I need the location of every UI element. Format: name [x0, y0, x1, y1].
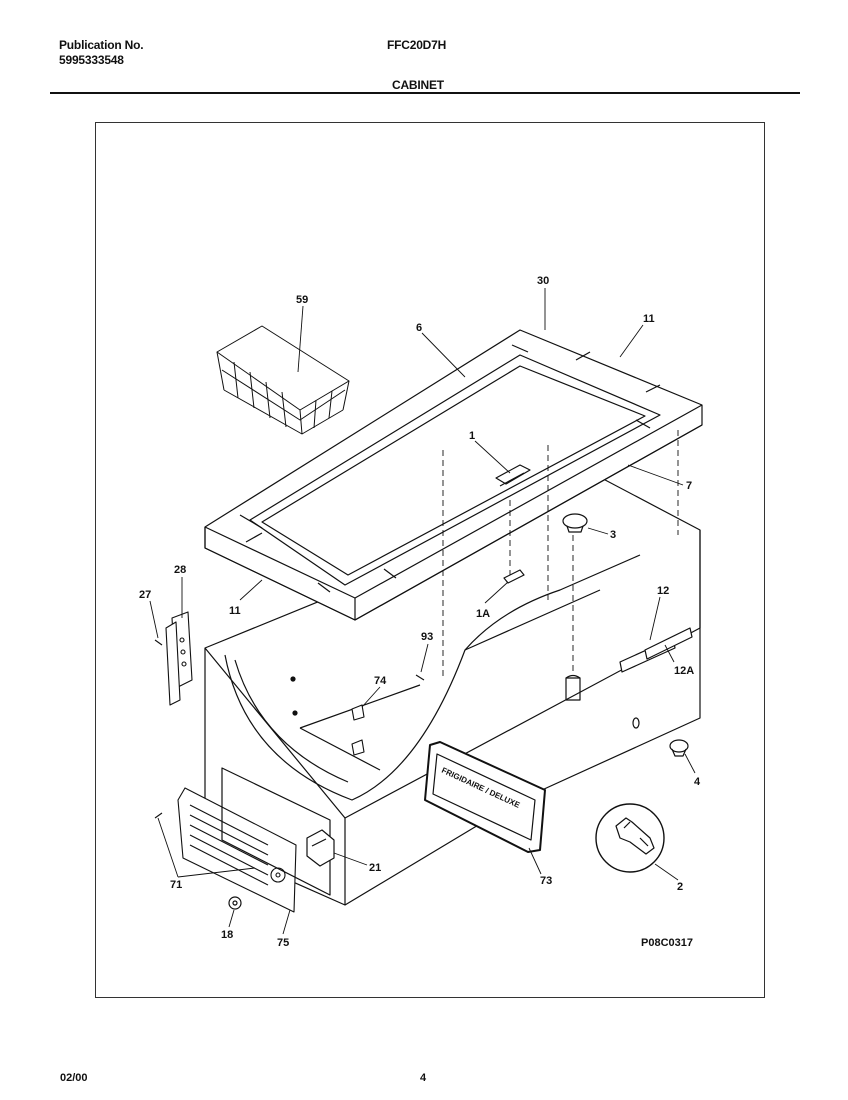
lid-clip — [503, 569, 525, 584]
callout-12a: 12A — [674, 665, 694, 677]
publication-label: Publication No. — [59, 38, 144, 52]
toe-grille — [154, 787, 297, 913]
callout-2: 2 — [677, 881, 683, 893]
clips — [351, 674, 425, 756]
leveler-18 — [228, 896, 242, 910]
model-number: FFC20D7H — [387, 38, 447, 52]
callout-27: 27 — [139, 589, 151, 601]
callout-59: 59 — [296, 294, 308, 306]
callout-11-bottom: 11 — [229, 605, 241, 617]
callout-18: 18 — [221, 929, 233, 941]
publication-number: 5995333548 — [59, 53, 124, 67]
lid-assembly — [204, 329, 703, 621]
compressor-compartment — [221, 767, 335, 896]
diagram-frame — [95, 122, 765, 998]
callout-11-top: 11 — [643, 313, 655, 325]
hinge — [154, 611, 193, 706]
callout-labels: 59 30 6 11 1 7 3 28 27 11 1A 12 93 12A 7… — [139, 275, 701, 949]
label-12a — [644, 627, 693, 660]
header-rule — [50, 92, 800, 94]
callout-6: 6 — [416, 322, 422, 334]
callout-28: 28 — [174, 564, 186, 576]
leveler-4 — [669, 739, 689, 757]
plug — [562, 513, 588, 533]
callout-71: 71 — [170, 879, 182, 891]
callout-74: 74 — [374, 675, 387, 687]
callout-21: 21 — [369, 862, 381, 874]
callout-7: 7 — [686, 480, 692, 492]
callout-12: 12 — [657, 585, 669, 597]
callout-30: 30 — [537, 275, 549, 287]
page-number: 4 — [420, 1072, 427, 1084]
drawing-id: P08C0317 — [641, 937, 693, 949]
callout-1a: 1A — [476, 608, 490, 620]
section-title: CABINET — [392, 78, 444, 92]
drain-detail — [595, 803, 665, 873]
callout-3: 3 — [610, 529, 616, 541]
callout-1: 1 — [469, 430, 475, 442]
callout-73: 73 — [540, 875, 552, 887]
callout-93: 93 — [421, 631, 433, 643]
footer-date: 02/00 — [60, 1072, 88, 1084]
callout-75: 75 — [277, 937, 289, 949]
nameplate — [424, 741, 546, 853]
callout-4: 4 — [694, 776, 701, 788]
wire-basket — [216, 325, 350, 435]
